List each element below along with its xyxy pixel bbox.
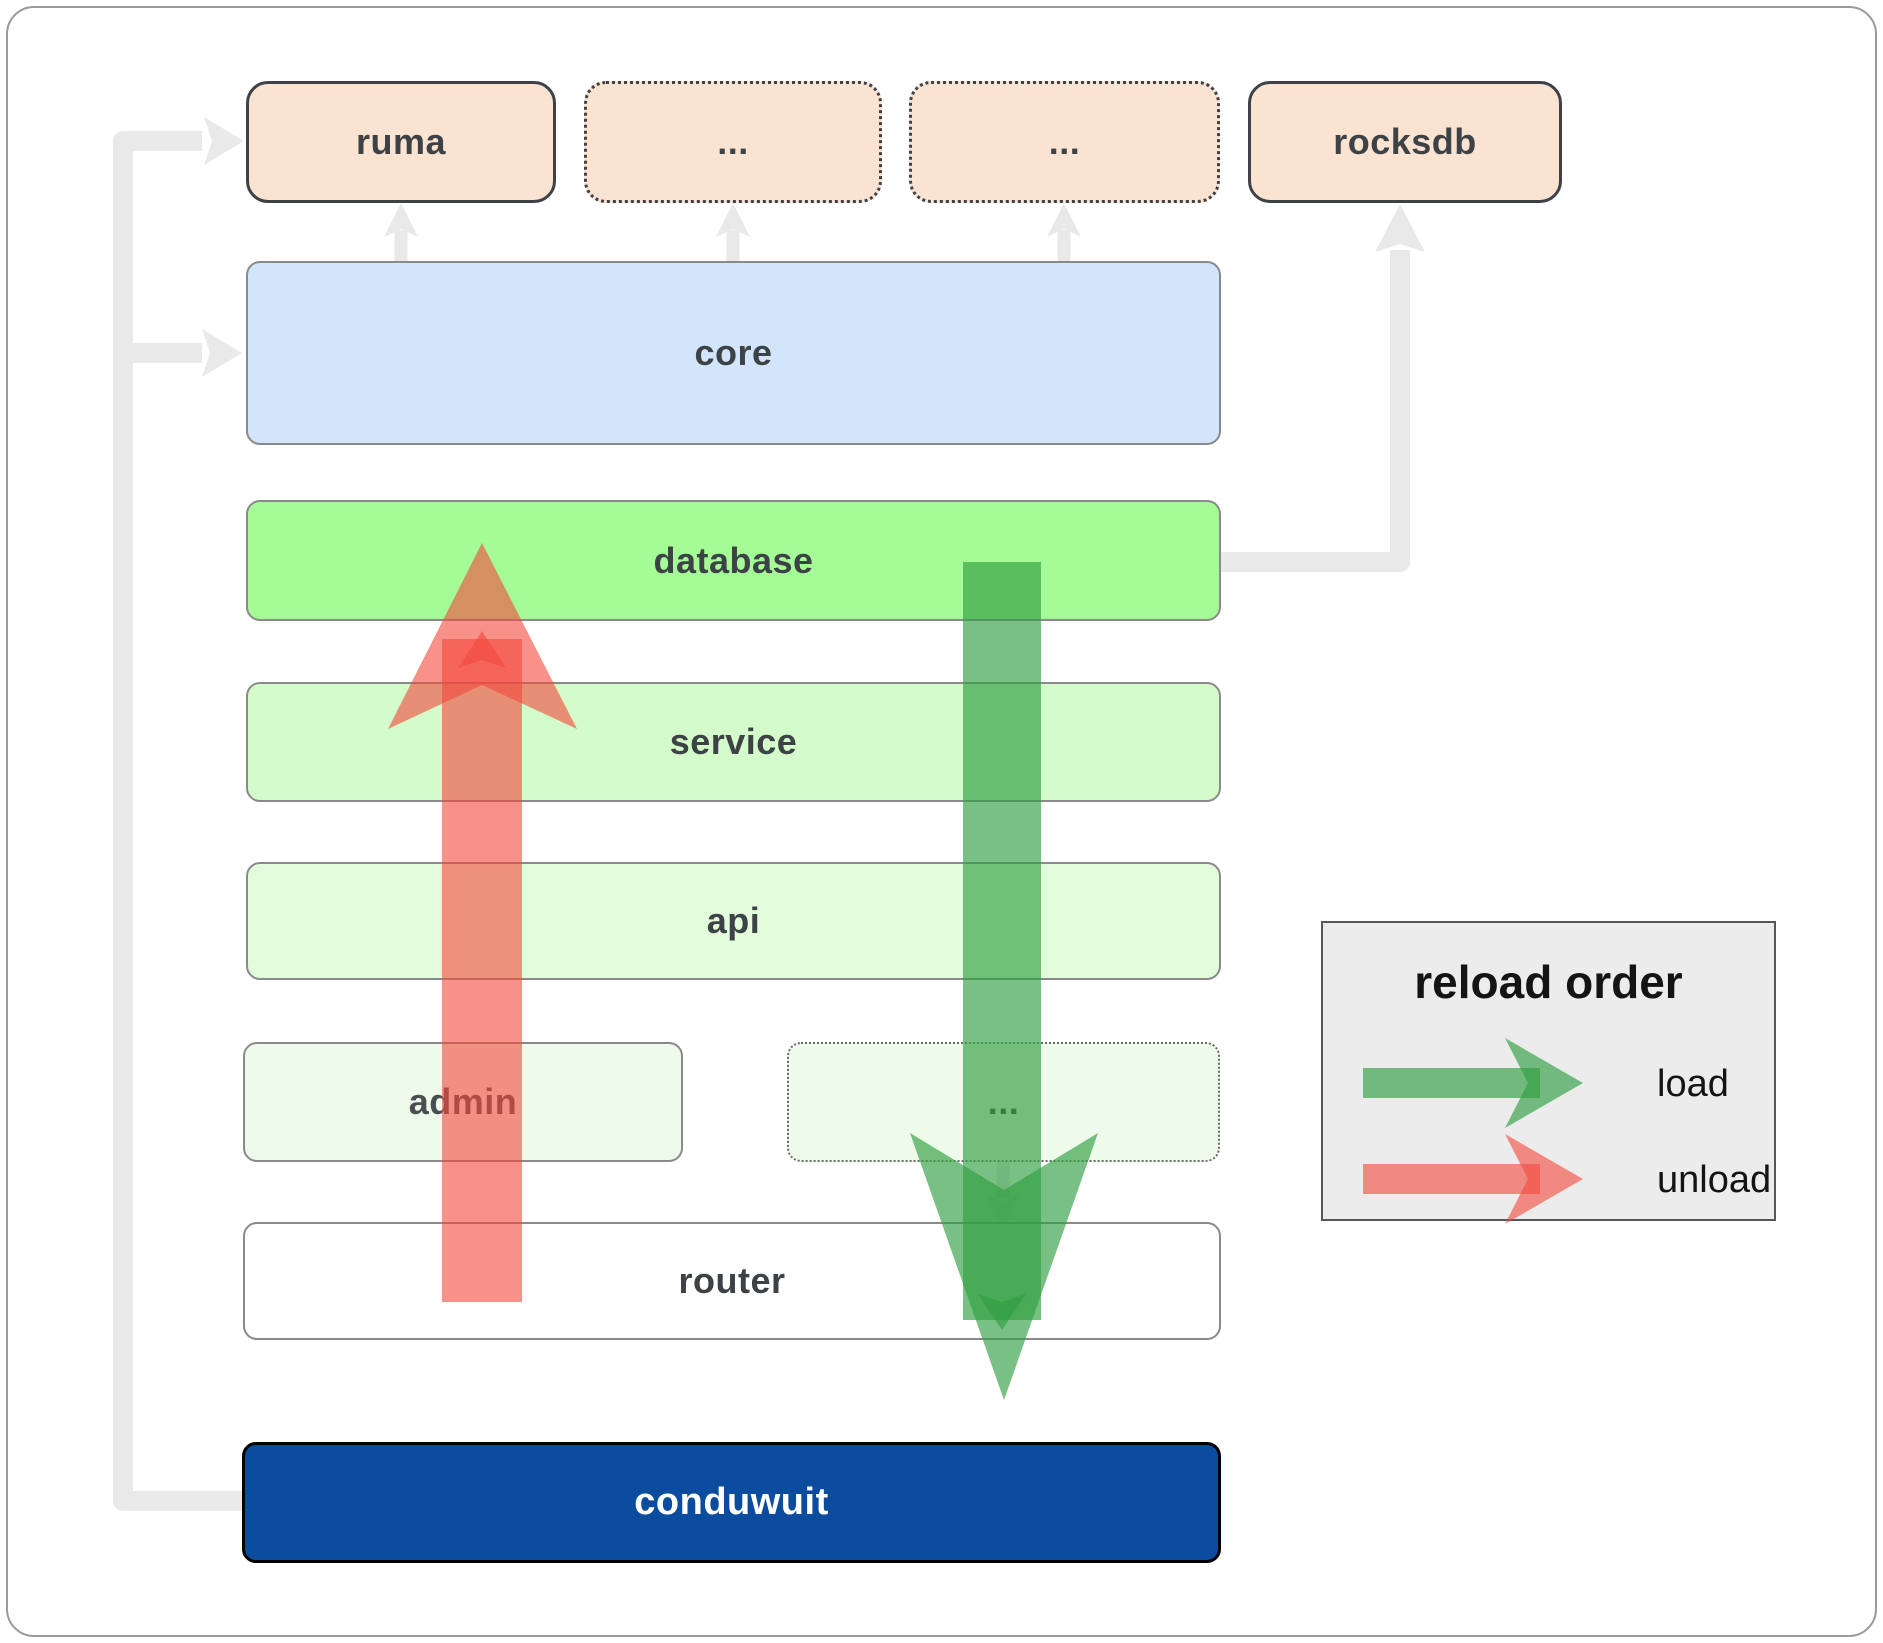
node-dots-top-1: ... (584, 81, 882, 203)
diagram-outer-frame (6, 6, 1877, 1637)
node-database: database (246, 500, 1221, 621)
node-dots-admin: ... (787, 1042, 1220, 1162)
node-api-label: api (706, 900, 761, 941)
node-admin: admin (243, 1042, 683, 1162)
node-router-label: router (678, 1260, 786, 1301)
node-dots-top-2: ... (909, 81, 1220, 203)
node-database-label: database (653, 539, 814, 581)
node-conduwuit: conduwuit (242, 1442, 1221, 1563)
node-api: api (246, 862, 1221, 980)
node-router: router (243, 1222, 1221, 1340)
node-service: service (246, 682, 1221, 802)
node-service-label: service (669, 721, 798, 762)
legend-title: reload order (1414, 956, 1683, 1008)
legend-unload-label: unload (1657, 1159, 1772, 1201)
node-dots-top-2-label: ... (1048, 121, 1081, 162)
node-ruma-label: ruma (355, 121, 447, 162)
legend-box: reload order load unload (1321, 921, 1776, 1221)
legend-load-label: load (1657, 1063, 1729, 1105)
node-core: core (246, 261, 1221, 445)
node-dots-top-1-label: ... (717, 121, 749, 162)
node-admin-label: admin (408, 1081, 518, 1122)
node-conduwuit-label: conduwuit (634, 1481, 829, 1523)
node-dots-admin-label: ... (987, 1081, 1020, 1122)
node-rocksdb: rocksdb (1248, 81, 1562, 203)
node-core-label: core (694, 332, 773, 373)
node-rocksdb-label: rocksdb (1333, 121, 1477, 162)
node-ruma: ruma (246, 81, 556, 203)
